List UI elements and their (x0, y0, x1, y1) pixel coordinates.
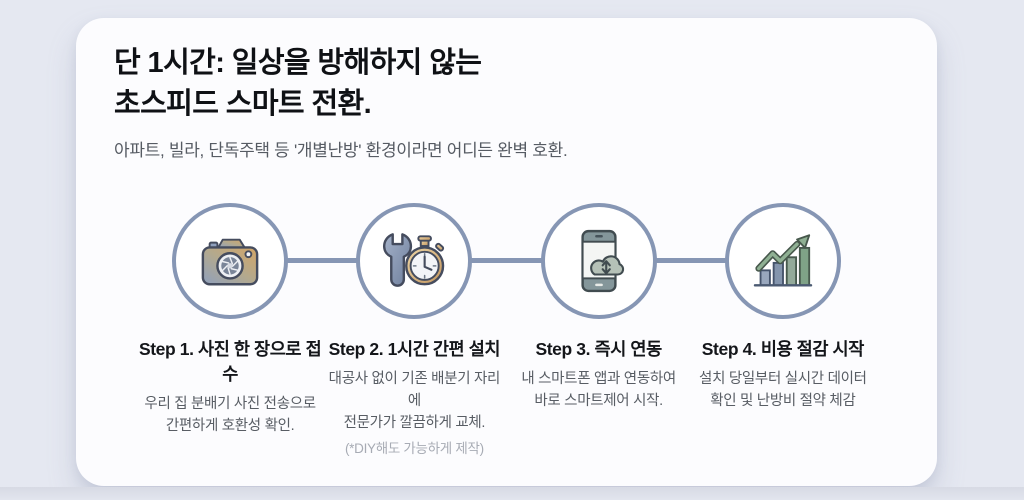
step-2-title: Step 2. 1시간 간편 설치 (328, 339, 501, 360)
step-3-circle (540, 203, 657, 320)
step-1-circle (172, 203, 289, 320)
step-4-desc-line1: 설치 당일부터 실시간 데이터 (699, 371, 867, 388)
step-2-desc-line2: 전문가가 깔끔하게 교체. (343, 414, 486, 431)
step-1-title: Step 1. 사진 한 장으로 접수 (138, 339, 322, 385)
phone-cloud-sync-icon (581, 230, 624, 293)
section-title-line1: 단 1시간: 일상을 방해하지 않는 (114, 47, 482, 79)
step-3-desc-line1: 내 스마트폰 앱과 연동하여 (521, 371, 676, 388)
step-4-circle (724, 203, 841, 320)
step-3-title: Step 3. 즉시 연동 (535, 339, 662, 360)
step-3-desc-line2: 바로 스마트제어 시작. (534, 392, 663, 409)
step-2-note: (*DIY해도 가능하게 제작) (344, 441, 484, 457)
wrench-stopwatch-icon (383, 233, 445, 288)
step-1-desc-line1: 우리 집 분배기 사진 전송으로 (144, 396, 316, 413)
section-subtitle: 아파트, 빌라, 단독주택 등 '개별난방' 환경이라면 어디든 완벽 호환. (114, 141, 568, 161)
section-title-line2: 초스피드 스마트 전환. (114, 87, 372, 120)
step-2-circle (356, 203, 473, 320)
step-1-desc-line2: 간편하게 호환성 확인. (165, 417, 295, 434)
step-4-desc-line2: 확인 및 난방비 절약 체감 (710, 392, 856, 409)
step-4-title: Step 4. 비용 절감 시작 (701, 339, 865, 360)
step-2-desc-line1: 대공사 없이 기존 배분기 자리에 (328, 371, 501, 409)
steps-connector-line (238, 258, 775, 264)
camera-icon (201, 238, 259, 286)
growth-chart-icon (753, 234, 813, 287)
page-bottom-band (0, 487, 1024, 500)
